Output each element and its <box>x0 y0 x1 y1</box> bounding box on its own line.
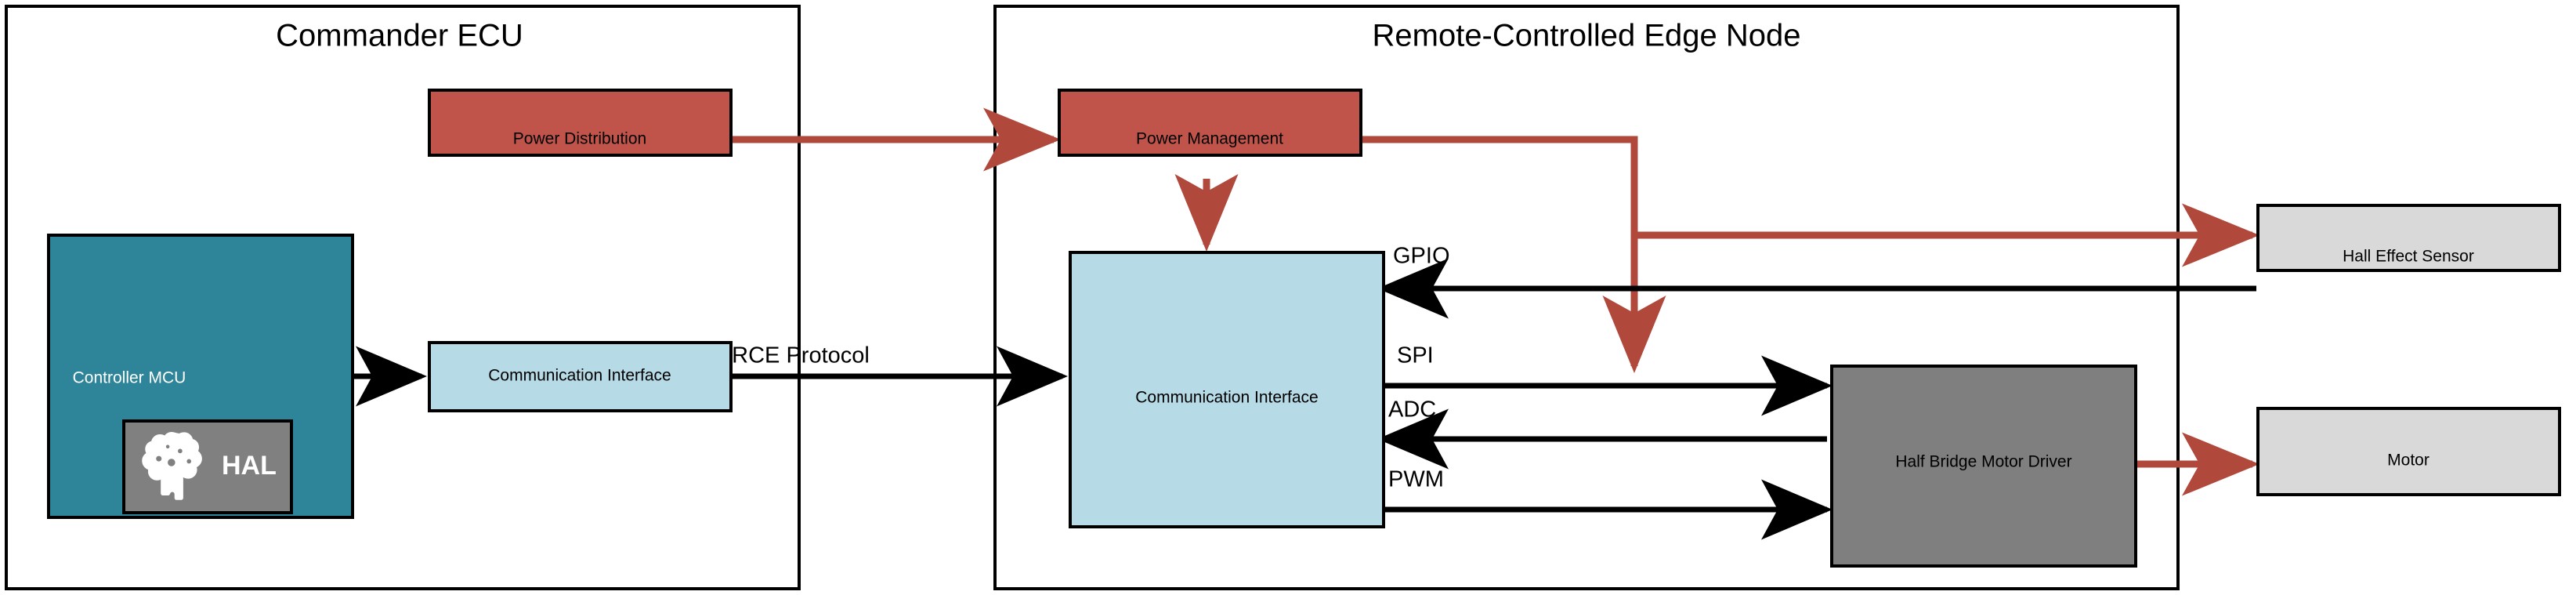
label-adc: ADC <box>1388 397 1436 423</box>
block-label-power-distribution: Power Distribution <box>513 130 646 148</box>
block-power-management[interactable] <box>1058 89 1362 157</box>
label-pwm: PWM <box>1388 467 1444 492</box>
hal-badge-label: HAL <box>222 451 277 481</box>
label-rce-protocol: RCE Protocol <box>732 343 870 368</box>
block-label-motor-driver: Half Bridge Motor Driver <box>1895 453 2071 471</box>
brain-icon <box>142 432 202 500</box>
block-label-motor: Motor <box>2387 452 2429 470</box>
block-label-controller-mcu: Controller MCU <box>73 369 186 387</box>
block-motor-driver[interactable] <box>1830 365 2137 568</box>
block-label-comm-interface-right: Communication Interface <box>1135 389 1318 407</box>
block-comm-interface-left[interactable] <box>428 341 733 412</box>
block-power-distribution[interactable] <box>428 89 733 157</box>
block-hall-effect-sensor[interactable] <box>2256 204 2561 272</box>
panel-title-commander: Commander ECU <box>276 19 523 53</box>
block-label-comm-interface-left: Communication Interface <box>488 367 671 385</box>
block-label-hall-effect-sensor: Hall Effect Sensor <box>2343 248 2474 266</box>
label-spi: SPI <box>1397 343 1434 368</box>
block-comm-interface-right[interactable] <box>1069 251 1385 528</box>
label-gpio: GPIO <box>1393 244 1450 269</box>
block-label-power-management: Power Management <box>1136 130 1283 148</box>
block-motor[interactable] <box>2256 407 2561 496</box>
panel-title-edge-node: Remote-Controlled Edge Node <box>1373 19 1801 53</box>
